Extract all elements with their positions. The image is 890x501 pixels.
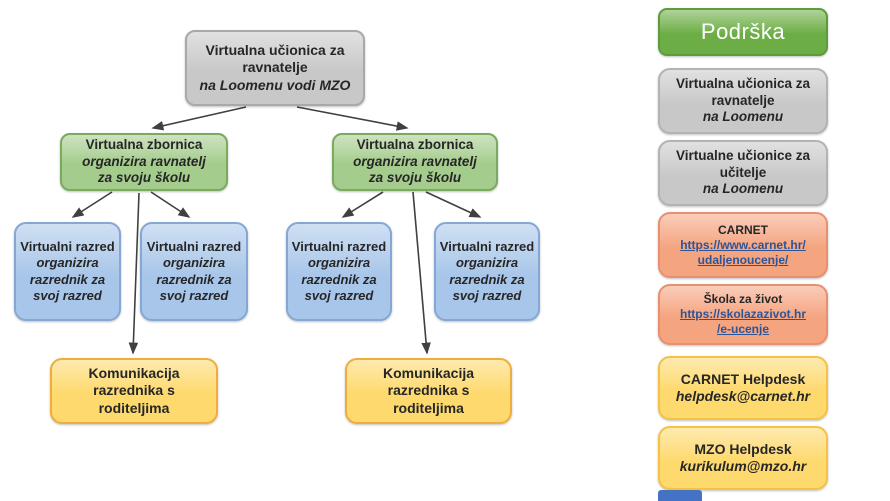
cutoff-blue-box xyxy=(658,490,702,501)
support-item-title: CARNET xyxy=(718,222,768,237)
support-item-principals-classroom: Virtualna učionica za ravnatelje na Loom… xyxy=(658,68,828,134)
class-title: Virtualni razred xyxy=(146,239,242,254)
support-item-mzo-helpdesk: MZO Helpdesk kurikulum@mzo.hr xyxy=(658,426,828,490)
support-item-teachers-classrooms: Virtualne učionice za učitelje na Loomen… xyxy=(658,140,828,206)
staffroom-title: Virtualna zbornica xyxy=(356,136,474,152)
root-node-title: Virtualna učionica za ravnatelje xyxy=(205,41,345,76)
root-node-virtual-classroom-principals: Virtualna učionica za ravnatelje na Loom… xyxy=(185,30,365,106)
support-item-note: na Loomenu xyxy=(702,109,784,125)
support-item-email: kurikulum@mzo.hr xyxy=(679,458,807,474)
support-item-title: MZO Helpdesk xyxy=(694,440,792,457)
class-subtitle: organizira razrednik za svoj razred xyxy=(156,255,232,303)
support-item-email: helpdesk@carnet.hr xyxy=(675,388,811,404)
staffroom-node-left: Virtualna zbornica organizira ravnatelj … xyxy=(60,133,228,191)
communication-node-left: Komunikacija razrednika s roditeljima xyxy=(50,358,218,424)
staffroom-title: Virtualna zbornica xyxy=(85,136,203,152)
communication-node-right: Komunikacija razrednika s roditeljima xyxy=(345,358,512,424)
support-item-carnet-helpdesk: CARNET Helpdesk helpdesk@carnet.hr xyxy=(658,356,828,420)
skolazazivot-link-line-1[interactable]: https://skolazazivot.hr xyxy=(679,307,807,321)
staffroom-subtitle-1: organizira ravnatelj xyxy=(353,153,477,169)
support-item-skola-za-zivot: Škola za život https://skolazazivot.hr /… xyxy=(658,284,828,345)
class-subtitle: organizira razrednik za svoj razred xyxy=(301,255,377,303)
support-header: Podrška xyxy=(658,8,828,56)
communication-title: Komunikacija razrednika s roditeljima xyxy=(382,364,475,416)
support-item-title: Virtualna učionica za ravnatelje xyxy=(675,75,811,108)
staffroom-subtitle-2: za svoju školu xyxy=(368,170,462,186)
communication-title: Komunikacija razrednika s roditeljima xyxy=(88,364,180,416)
root-node-subtitle: na Loomenu vodi MZO xyxy=(199,76,351,93)
staffroom-subtitle-2: za svoju školu xyxy=(97,170,191,186)
class-title: Virtualni razred xyxy=(439,239,535,254)
support-item-note: na Loomenu xyxy=(702,181,784,197)
staffroom-node-right: Virtualna zbornica organizira ravnatelj … xyxy=(332,133,498,191)
staffroom-subtitle-1: organizira ravnatelj xyxy=(82,153,206,169)
support-item-carnet: CARNET https://www.carnet.hr/ udaljenouc… xyxy=(658,212,828,278)
support-item-title: Škola za život xyxy=(703,292,783,306)
carnet-link-line-2[interactable]: udaljenoucenje/ xyxy=(697,252,789,267)
class-node-4: Virtualni razred organizira razrednik za… xyxy=(434,222,540,321)
support-item-title: Virtualne učionice za učitelje xyxy=(675,147,811,180)
class-title: Virtualni razred xyxy=(291,239,387,254)
class-subtitle: organizira razrednik za svoj razred xyxy=(449,255,525,303)
class-node-3: Virtualni razred organizira razrednik za… xyxy=(286,222,392,321)
class-title: Virtualni razred xyxy=(20,239,115,254)
support-header-label: Podrška xyxy=(700,19,786,45)
class-node-2: Virtualni razred organizira razrednik za… xyxy=(140,222,248,321)
carnet-link-line-1[interactable]: https://www.carnet.hr/ xyxy=(680,237,806,252)
support-item-title: CARNET Helpdesk xyxy=(680,370,806,387)
class-node-1: Virtualni razred organizira razrednik za… xyxy=(14,222,121,321)
class-subtitle: organizira razrednik za svoj razred xyxy=(29,255,106,303)
skolazazivot-link-line-2[interactable]: /e-ucenje xyxy=(716,322,770,336)
